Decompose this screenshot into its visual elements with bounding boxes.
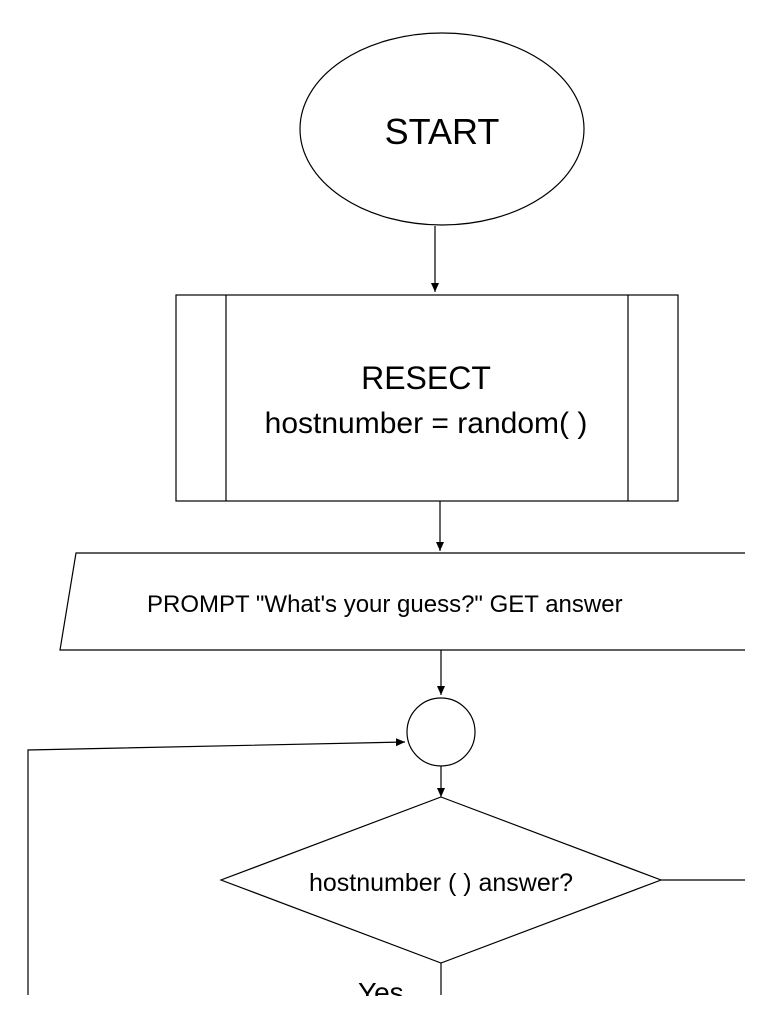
process-label-line1: RESECT bbox=[361, 360, 491, 396]
loop-back-connector bbox=[27, 738, 406, 995]
start-node[interactable]: START bbox=[299, 32, 585, 226]
decision-label: hostnumber ( ) answer? bbox=[309, 869, 573, 897]
start-ellipse bbox=[299, 32, 585, 226]
prompt-node[interactable]: PROMPT "What's your guess?" GET answer bbox=[59, 552, 745, 651]
bottom-mask bbox=[0, 996, 768, 1024]
process-node[interactable]: RESECT hostnumber = random( ) bbox=[175, 294, 679, 502]
start-label: START bbox=[385, 111, 500, 152]
process-box bbox=[175, 294, 679, 502]
decision-node[interactable]: hostnumber ( ) answer? bbox=[219, 796, 663, 964]
prompt-parallelogram bbox=[59, 552, 745, 651]
process-label-line2: hostnumber = random( ) bbox=[265, 407, 588, 440]
prompt-label: PROMPT "What's your guess?" GET answer bbox=[147, 591, 623, 618]
junction-circle[interactable] bbox=[406, 697, 476, 767]
